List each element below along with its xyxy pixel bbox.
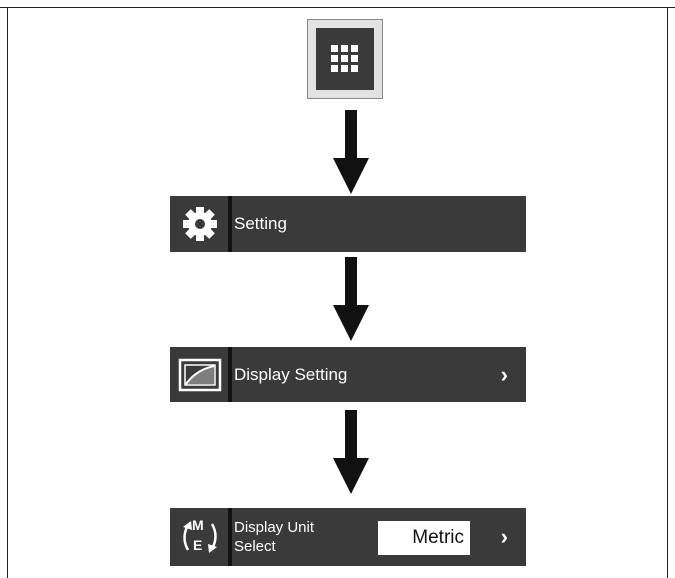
display-setting-label: Display Setting [234, 364, 348, 384]
display-setting-row[interactable]: Display Setting › [170, 347, 526, 402]
label-line-1: Display Unit [234, 519, 315, 536]
gear-icon [183, 207, 217, 241]
setting-icon-box [170, 196, 230, 252]
metric-english-toggle-icon: M E [178, 516, 222, 558]
frame-left-border [7, 7, 8, 578]
row-separator [228, 196, 232, 252]
english-letter: E [193, 537, 203, 553]
display-screen-icon [178, 358, 222, 391]
down-arrow-icon [333, 257, 369, 341]
display-unit-select-row[interactable]: M E Display Unit Select Metric › [170, 508, 526, 566]
row-separator [228, 508, 232, 566]
chevron-right-icon: › [500, 524, 508, 549]
display-icon-box [170, 347, 230, 402]
unit-value-display: Metric [378, 521, 470, 555]
metric-letter: M [192, 517, 204, 533]
grid-menu-icon [331, 45, 358, 72]
frame-top-border [0, 7, 675, 8]
unit-icon-box: M E [170, 508, 230, 566]
setting-row[interactable]: Setting [170, 196, 526, 252]
down-arrow-icon [333, 410, 369, 494]
down-arrow-icon [333, 110, 369, 194]
frame-right-border [667, 7, 668, 578]
chevron-right-icon: › [500, 361, 508, 387]
row-separator [228, 347, 232, 402]
menu-button[interactable] [307, 19, 383, 99]
setting-label: Setting [234, 214, 287, 233]
label-line-2: Select [234, 538, 276, 555]
display-unit-select-label: Display Unit Select [234, 508, 314, 566]
